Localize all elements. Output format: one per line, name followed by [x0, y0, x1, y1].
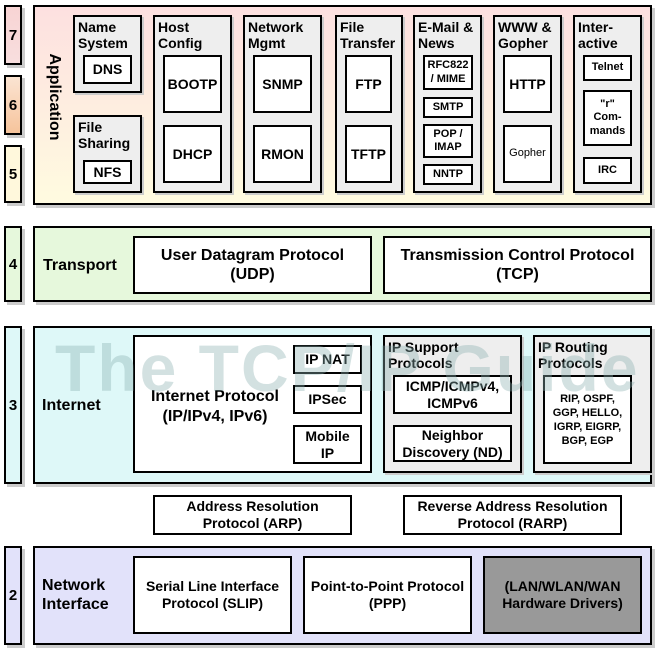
watermark: The TCP/IP Guide — [55, 331, 640, 405]
group-title: Network Mgmt — [248, 19, 304, 51]
protocol-bootp[interactable]: BOOTP — [163, 55, 222, 113]
protocol-ppp[interactable]: Point-to-Point Protocol (PPP) — [303, 556, 472, 634]
protocol-nfs[interactable]: NFS — [83, 160, 132, 184]
protocol-tcp[interactable]: Transmission Control Protocol (TCP) — [383, 236, 652, 294]
protocol-ftp[interactable]: FTP — [345, 55, 392, 113]
layer-number-4: 4 — [4, 226, 22, 302]
internet-label: Internet — [42, 397, 101, 414]
protocol-dhcp[interactable]: DHCP — [163, 125, 222, 183]
protocol-rmon[interactable]: RMON — [253, 125, 312, 183]
protocol-snmp[interactable]: SNMP — [253, 55, 312, 113]
layer-number-3: 3 — [4, 326, 22, 484]
protocol-slip[interactable]: Serial Line Interface Protocol (SLIP) — [133, 556, 292, 634]
group-title: File Transfer — [340, 19, 396, 51]
protocol-neighbor-discovery[interactable]: Neighbor Discovery (ND) — [393, 425, 512, 462]
group-title: File Sharing — [78, 119, 131, 151]
protocol-r-commands[interactable]: "r" Com-mands — [583, 90, 632, 146]
layer-number-2: 2 — [4, 546, 22, 645]
group-title: Inter-active — [578, 19, 618, 51]
protocol-mobile-ip[interactable]: Mobile IP — [293, 425, 362, 464]
group-title: Name System — [78, 19, 128, 51]
protocol-ip-nat[interactable]: IP NAT — [293, 345, 362, 374]
network-interface-label: Network Interface — [42, 577, 109, 613]
routing-protocols-list[interactable]: RIP, OSPF, GGP, HELLO, IGRP, EIGRP, BGP,… — [543, 375, 632, 464]
protocol-tftp[interactable]: TFTP — [345, 125, 392, 183]
group-title: IP Support Protocols — [388, 339, 459, 371]
protocol-irc[interactable]: IRC — [583, 157, 632, 184]
protocol-rarp[interactable]: Reverse Address Resolution Protocol (RAR… — [403, 495, 622, 535]
protocol-http[interactable]: HTTP — [503, 55, 552, 113]
protocol-rfc822-mime[interactable]: RFC822 / MIME — [423, 55, 473, 90]
application-label: Application — [46, 53, 63, 141]
protocol-arp[interactable]: Address Resolution Protocol (ARP) — [153, 495, 352, 535]
layer-number-5: 5 — [4, 145, 22, 203]
protocol-nntp[interactable]: NNTP — [423, 164, 473, 185]
hardware-drivers[interactable]: (LAN/WLAN/WAN Hardware Drivers) — [483, 556, 642, 634]
group-title: Host Config — [158, 19, 203, 51]
protocol-udp[interactable]: User Datagram Protocol (UDP) — [133, 236, 372, 294]
protocol-smtp[interactable]: SMTP — [423, 97, 473, 118]
protocol-ipsec[interactable]: IPSec — [293, 385, 362, 414]
protocol-telnet[interactable]: Telnet — [583, 55, 632, 81]
protocol-pop-imap[interactable]: POP / IMAP — [423, 124, 473, 158]
layer-number-7: 7 — [4, 5, 22, 65]
protocol-dns[interactable]: DNS — [83, 55, 132, 84]
protocol-gopher[interactable]: Gopher — [503, 125, 552, 183]
group-title: IP Routing Protocols — [538, 339, 608, 371]
group-title: E-Mail & News — [418, 19, 474, 51]
layer-number-6: 6 — [4, 75, 22, 135]
group-title: WWW & Gopher — [498, 19, 552, 51]
protocol-ip[interactable]: Internet Protocol (IP/IPv4, IPv6) — [150, 388, 279, 425]
protocol-icmp[interactable]: ICMP/ICMPv4, ICMPv6 — [393, 375, 512, 414]
transport-label: Transport — [43, 257, 117, 274]
